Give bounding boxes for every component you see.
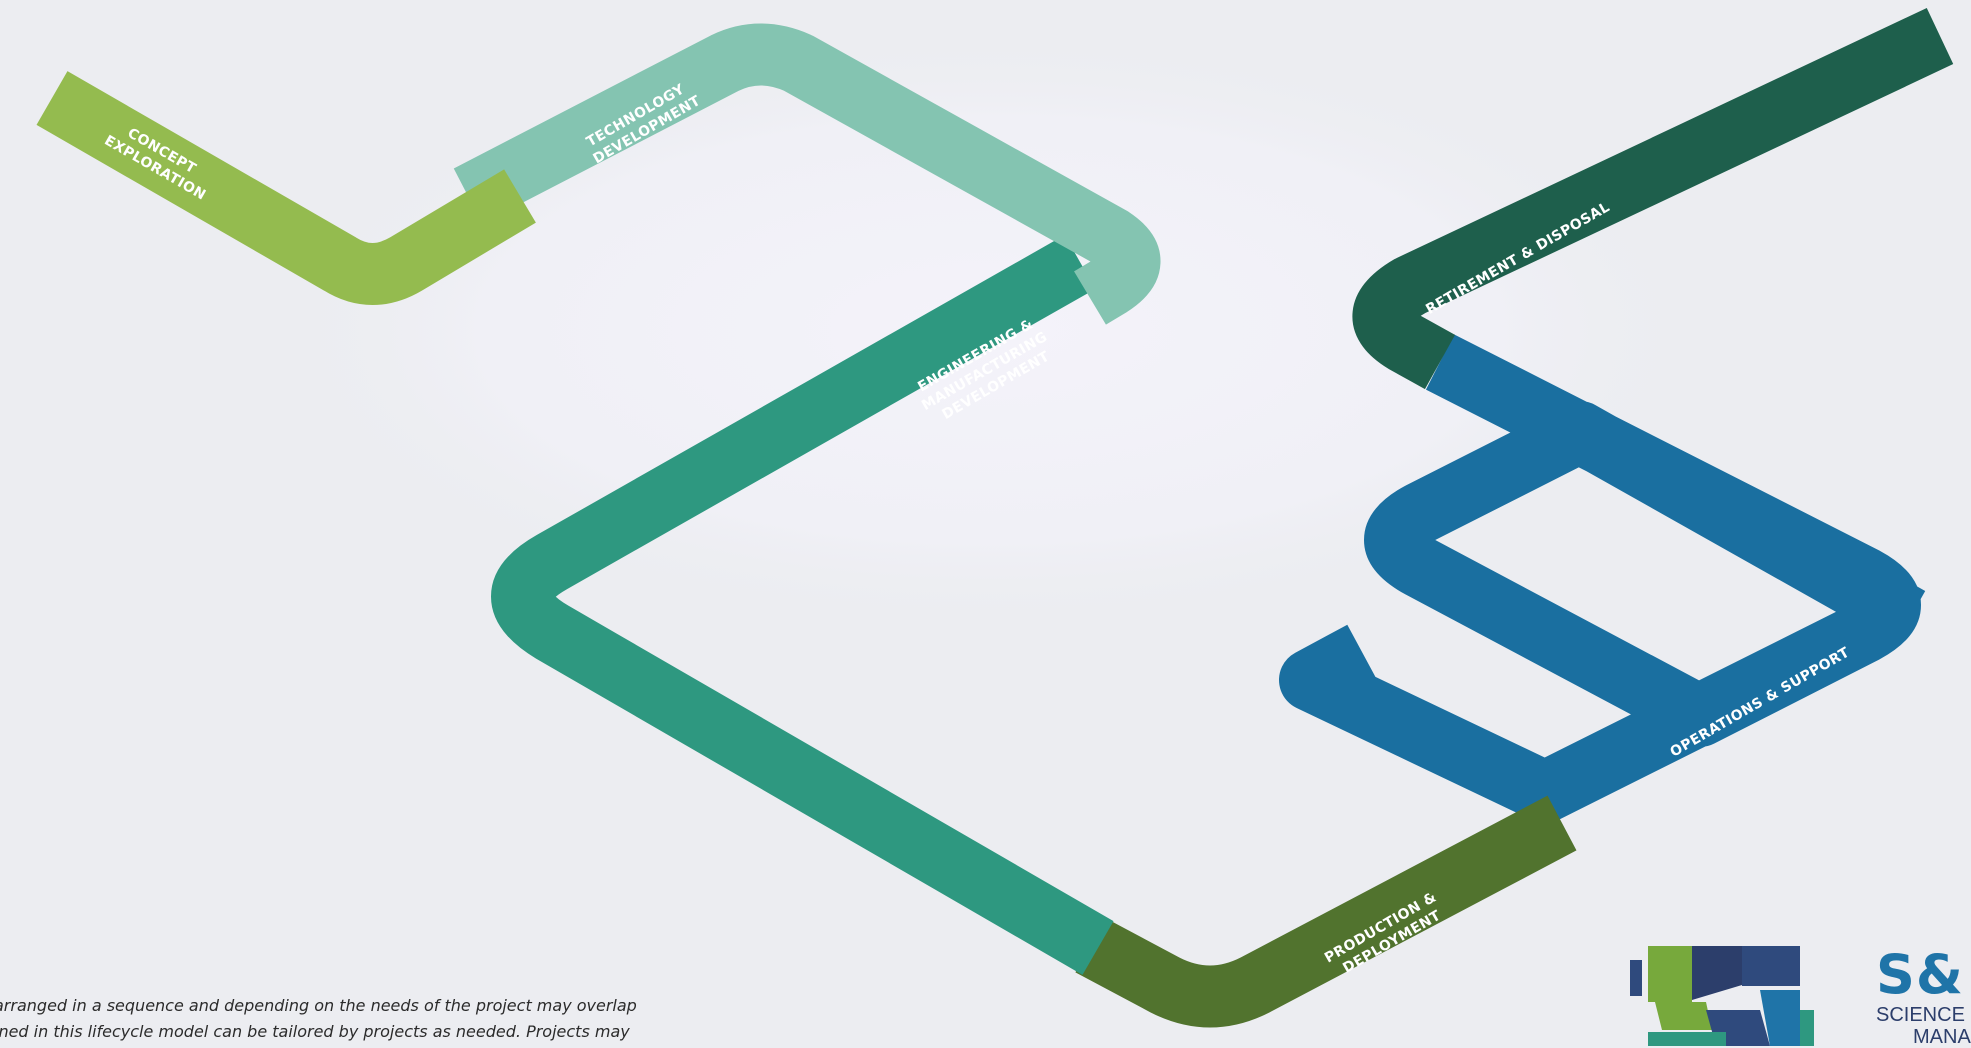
footnote: arranged in a sequence and depending on … — [0, 993, 894, 1045]
phase-band-retirement-disposal — [1352, 7, 1954, 390]
phase-band-operations-support — [1279, 334, 1926, 823]
brand-name-line-2: MANAG — [1913, 1026, 1971, 1048]
phase-band-engineering-development — [491, 235, 1114, 975]
phase-band-concept-exploration — [36, 71, 536, 305]
footnote-line-1: arranged in a sequence and depending on … — [0, 996, 637, 1015]
brand-wordmark: S& SCIENCE & E MANAG — [1876, 948, 1971, 1048]
brand-logo-icon — [1630, 946, 1814, 1046]
footnote-line-2: ined in this lifecycle model can be tail… — [0, 1022, 630, 1041]
brand-mark: S& — [1876, 943, 1964, 1006]
phase-band-technology-development — [453, 23, 1161, 325]
phase-band-production-deployment — [1075, 795, 1577, 1028]
brand-name-line-1: SCIENCE & E — [1876, 1004, 1971, 1026]
